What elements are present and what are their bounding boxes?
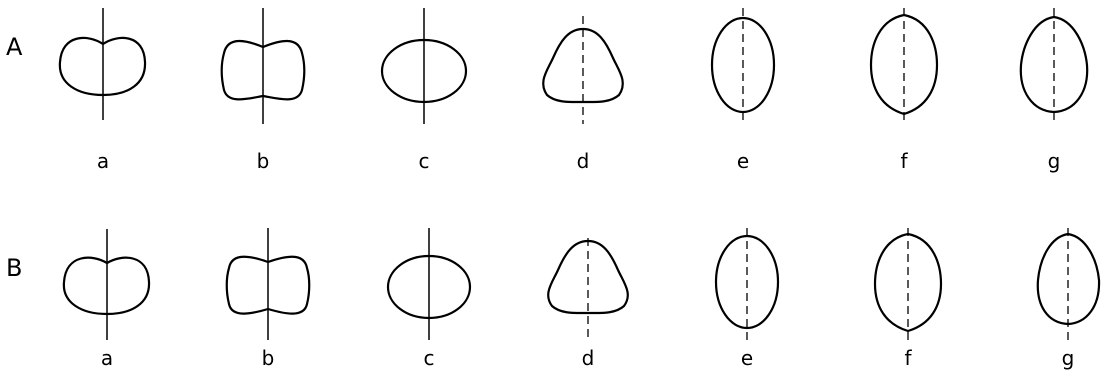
shape-label: c	[419, 149, 430, 173]
shape-label: a	[101, 346, 113, 370]
shape-b-g: g	[1036, 228, 1101, 370]
tall-ellipse-outline	[710, 16, 776, 114]
pointed-ellipse-outline	[873, 232, 943, 333]
row-a: A a b c d e f	[6, 8, 1089, 173]
shape-label: d	[577, 149, 590, 173]
peanut-outline	[225, 255, 311, 315]
shape-label: c	[424, 346, 435, 370]
rounded-triangle-outline	[542, 27, 624, 104]
kidney-outline	[62, 256, 151, 316]
shape-b-a: a	[62, 229, 151, 370]
shape-b-e: e	[714, 228, 780, 370]
egg-outline	[1036, 232, 1101, 326]
pointed-ellipse-outline	[869, 13, 939, 116]
shape-b-c: c	[386, 228, 472, 370]
row-b: B a b c d e f	[6, 228, 1101, 370]
oval-outline	[380, 38, 468, 104]
peanut-outline	[220, 39, 306, 101]
shape-label: e	[741, 346, 753, 370]
shape-a-a: a	[58, 8, 147, 173]
shape-b-f: f	[873, 228, 943, 370]
kidney-outline	[58, 36, 147, 97]
oval-outline	[386, 254, 472, 320]
shape-label: a	[97, 149, 109, 173]
shape-a-f: f	[869, 8, 939, 173]
shape-a-g: g	[1019, 8, 1089, 173]
egg-outline	[1019, 15, 1089, 114]
shape-b-d: d	[547, 238, 629, 370]
shape-label: d	[582, 346, 595, 370]
shape-label: g	[1062, 346, 1075, 370]
shape-a-d: d	[542, 16, 624, 173]
rounded-triangle-outline	[547, 239, 629, 315]
shape-label: e	[737, 149, 749, 173]
shape-label: g	[1048, 149, 1061, 173]
shape-a-e: e	[710, 8, 776, 173]
shape-b-b: b	[225, 228, 311, 370]
tall-ellipse-outline	[714, 234, 780, 330]
row-label-a: A	[6, 33, 23, 61]
shape-label: f	[904, 346, 912, 370]
shape-a-b: b	[220, 8, 306, 173]
shape-label: f	[900, 149, 908, 173]
shape-a-c: c	[380, 8, 468, 173]
shape-label: b	[257, 149, 270, 173]
row-label-b: B	[6, 254, 22, 282]
shape-label: b	[262, 346, 275, 370]
